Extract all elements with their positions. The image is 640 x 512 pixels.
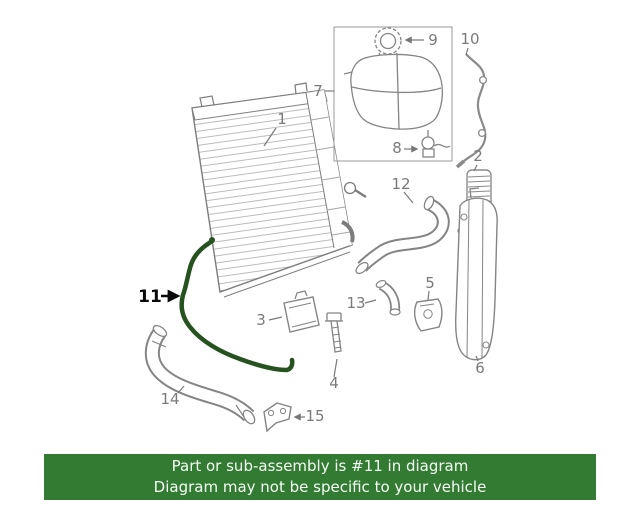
hose-11-path xyxy=(179,238,295,373)
leader-1 xyxy=(263,127,277,147)
callout-14: 14 xyxy=(160,390,179,408)
detail-box xyxy=(333,26,453,162)
leader-2 xyxy=(473,164,478,172)
callout-3: 3 xyxy=(256,311,266,329)
lower-hose-part-14 xyxy=(144,324,256,425)
callout-15: 15 xyxy=(305,407,324,425)
callout-numbers: 1 2 3 4 5 6 7 8 9 10 12 13 14 15 xyxy=(160,30,484,425)
callout-13: 13 xyxy=(346,294,365,312)
level-sensor-part-8 xyxy=(421,130,451,158)
callout-4: 4 xyxy=(329,374,339,392)
callout-8: 8 xyxy=(392,139,402,157)
callout-leaders xyxy=(177,36,479,421)
diagram-note-banner: Part or sub-assembly is #11 in diagram D… xyxy=(44,454,596,500)
leader-4 xyxy=(333,358,338,378)
banner-line-1: Part or sub-assembly is #11 in diagram xyxy=(171,457,469,475)
bracket-part-6 xyxy=(454,187,498,361)
expansion-tank-part-7 xyxy=(333,26,453,162)
hose-11-end-fitting xyxy=(209,237,215,243)
callout-1: 1 xyxy=(277,110,287,128)
radiator-fitting xyxy=(343,181,357,195)
leader-14 xyxy=(177,385,185,394)
cover-part-3 xyxy=(283,290,320,333)
leader-12 xyxy=(403,191,414,204)
leader-6 xyxy=(475,355,479,362)
highlighted-hose-part-11 xyxy=(179,237,295,373)
callout-5: 5 xyxy=(425,274,435,292)
radiator-part-1 xyxy=(191,82,367,298)
leader-10 xyxy=(465,47,469,56)
callout-12: 12 xyxy=(391,175,410,193)
bolt-part-4 xyxy=(325,312,343,353)
callout-11-highlighted: 11 xyxy=(138,287,162,307)
leader-5 xyxy=(427,290,430,301)
callout-6: 6 xyxy=(475,359,485,377)
callout-2: 2 xyxy=(473,147,483,165)
bracket-part-15 xyxy=(263,402,292,433)
callout-9: 9 xyxy=(428,31,438,49)
callout-7: 7 xyxy=(313,82,323,100)
bracket-part-5 xyxy=(413,298,443,332)
callout-10: 10 xyxy=(460,30,479,48)
hose-part-13 xyxy=(375,279,401,316)
leader-13 xyxy=(364,299,377,304)
upper-hose-part-12 xyxy=(355,195,450,275)
banner-line-2: Diagram may not be specific to your vehi… xyxy=(153,478,487,496)
leader-3 xyxy=(268,316,283,321)
vent-hose-part-10 xyxy=(455,53,488,169)
